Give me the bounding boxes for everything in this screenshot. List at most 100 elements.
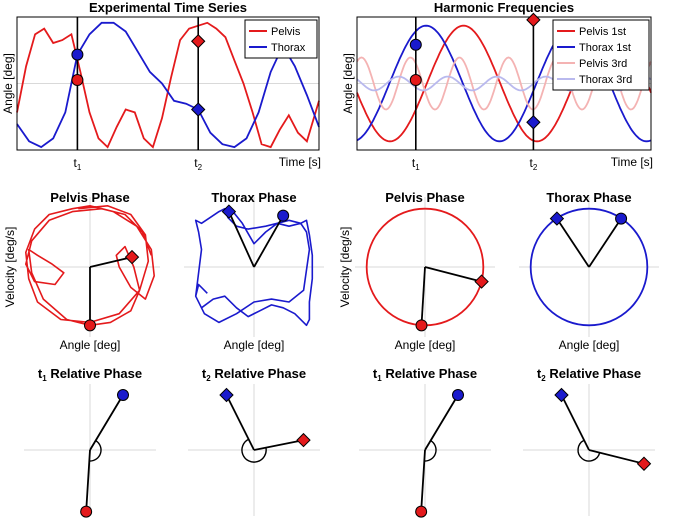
chart-title: Experimental Time Series <box>89 0 247 15</box>
phase-vector-1 <box>253 215 284 268</box>
marker-2 <box>190 34 206 49</box>
vector-marker-0 <box>554 387 569 403</box>
phase-vector-0 <box>89 394 124 451</box>
chart-title: Pelvis Phase <box>385 190 465 205</box>
chart-rel2_exp: t2 Relative Phase <box>188 366 320 516</box>
phase-vector-1 <box>588 218 622 268</box>
x-tick-label-0: t1 <box>74 156 82 172</box>
chart-title: Pelvis Phase <box>50 190 130 205</box>
relative-phase-arc <box>577 439 601 462</box>
phase-vector-0 <box>89 256 133 268</box>
vector-marker-1 <box>80 505 93 518</box>
relative-phase-arc <box>424 440 437 462</box>
marker-1 <box>71 74 84 87</box>
x-axis-label: Time [s] <box>611 155 653 169</box>
vector-marker-0 <box>474 274 489 289</box>
x-tick-label-0-main: t <box>412 156 416 170</box>
vector-marker-1 <box>636 456 652 471</box>
vector-marker-0 <box>117 389 129 401</box>
marker-3 <box>190 102 206 117</box>
chart-rel1_exp: t1 Relative Phase <box>24 366 156 518</box>
chart-title: t1 Relative Phase <box>373 366 477 383</box>
chart-title: t2 Relative Phase <box>537 366 641 383</box>
chart-title: t2 Relative Phase <box>202 366 306 383</box>
chart-rel1_harm: t1 Relative Phase <box>359 366 491 518</box>
x-tick-label-0: t1 <box>412 156 420 172</box>
x-tick-label-1-sub: 2 <box>533 163 538 172</box>
phase-circle <box>529 207 649 327</box>
y-axis-label: Velocity [deg/s] <box>3 227 17 308</box>
marker-3 <box>526 115 541 130</box>
legend-box <box>244 19 318 59</box>
marker-0 <box>409 38 422 51</box>
x-axis-label: Time [s] <box>279 155 321 169</box>
phase-vector-1 <box>588 449 645 465</box>
chart-title-sub: 1 <box>42 374 47 383</box>
chart-title-sub: 1 <box>377 374 382 383</box>
vector-marker-1 <box>615 212 628 225</box>
chart-title: Thorax Phase <box>546 190 631 205</box>
legend-entry-0: Pelvis 1st <box>579 26 626 38</box>
x-axis-label: Angle [deg] <box>559 338 620 352</box>
chart-title-sub: 2 <box>206 374 211 383</box>
phase-trajectory-0 <box>25 205 155 327</box>
phase-trajectory-0 <box>194 207 314 327</box>
phase-vector-0 <box>225 394 255 451</box>
legend-entry-1: Thorax 1st <box>579 42 631 54</box>
vector-marker-0 <box>124 249 140 265</box>
y-axis-label: Angle [deg] <box>341 53 355 114</box>
vector-marker-0 <box>549 211 565 226</box>
x-axis-label: Angle [deg] <box>395 338 456 352</box>
plot-frame <box>16 16 320 151</box>
chart-title-sub: 2 <box>541 374 546 383</box>
phase-vector-1 <box>420 449 426 512</box>
phase-vector-1 <box>420 266 426 326</box>
phase-vector-0 <box>560 394 590 451</box>
chart-title-rest: Relative Phase <box>382 366 477 381</box>
legend-entry-1: Thorax <box>271 42 306 54</box>
marker-0 <box>71 48 84 61</box>
relative-phase-arc <box>89 440 102 462</box>
chart-title-rest: Relative Phase <box>211 366 306 381</box>
legend-entry-0: Pelvis <box>271 26 301 38</box>
series-line-1 <box>16 21 320 149</box>
chart-title: Thorax Phase <box>211 190 296 205</box>
x-tick-label-1-sub: 2 <box>198 163 203 172</box>
phase-vector-0 <box>228 211 255 268</box>
x-tick-label-1: t2 <box>194 156 202 172</box>
x-tick-label-1-main: t <box>530 156 534 170</box>
y-axis-label: Angle [deg] <box>1 53 15 114</box>
marker-1 <box>409 74 422 87</box>
chart-rel2_harm: t2 Relative Phase <box>523 366 655 516</box>
x-tick-label-0-sub: 1 <box>77 163 82 172</box>
phase-vector-1 <box>85 449 91 512</box>
x-tick-label-1-main: t <box>194 156 198 170</box>
x-tick-label-1: t2 <box>530 156 538 172</box>
phase-vector-1 <box>253 439 304 451</box>
vector-marker-0 <box>452 389 464 401</box>
vector-marker-1 <box>296 432 311 448</box>
chart-title-main: t <box>202 366 207 381</box>
phase-vector-0 <box>556 218 590 268</box>
x-tick-label-0-sub: 1 <box>415 163 420 172</box>
series-line-0 <box>16 21 320 149</box>
legend-entry-2: Pelvis 3rd <box>579 58 627 70</box>
legend-entry-3: Thorax 3rd <box>579 74 632 86</box>
chart-title-main: t <box>537 366 542 381</box>
plot-frame <box>356 16 652 151</box>
chart-title-main: t <box>38 366 43 381</box>
vector-marker-1 <box>415 505 428 518</box>
chart-title-rest: Relative Phase <box>546 366 641 381</box>
x-tick-label-0-main: t <box>74 156 78 170</box>
phase-vector-0 <box>424 394 459 451</box>
vector-marker-0 <box>219 387 234 403</box>
vector-marker-1 <box>415 319 428 332</box>
